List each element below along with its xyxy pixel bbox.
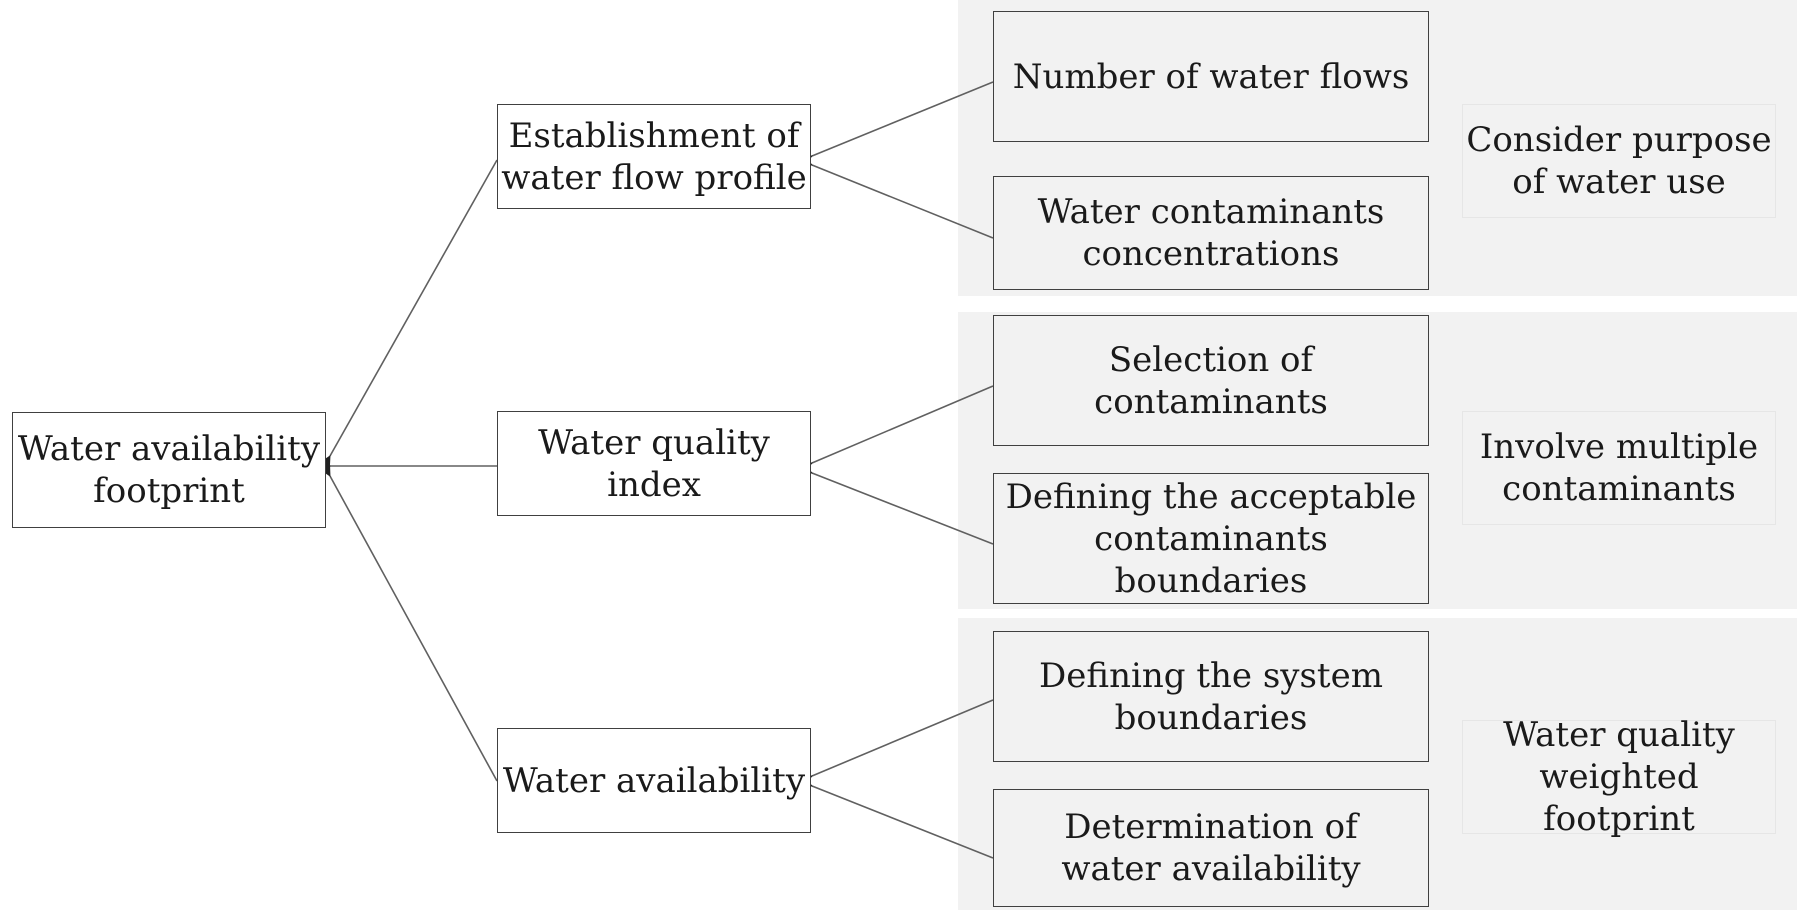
note-quality-weighted-footprint: Water quality weighted footprint — [1462, 715, 1776, 839]
item-system-boundaries: Defining the system boundaries — [993, 631, 1429, 762]
item-contaminant-concentrations: Water contaminants concentrations — [993, 176, 1429, 290]
item-acceptable-boundaries: Defining the acceptable contaminants bou… — [993, 473, 1429, 604]
arrow-flow-profile-to-root — [321, 159, 498, 467]
group-node-quality-index: Water quality index — [497, 411, 811, 516]
item-selection-of-contaminants: Selection of contaminants — [993, 315, 1429, 446]
item-determination-of-availability: Determination of water availability — [993, 789, 1429, 907]
group-node-availability: Water availability — [497, 728, 811, 833]
arrow-availability-to-root — [321, 465, 498, 782]
group-node-flow-profile: Establishment of water flow profile — [497, 104, 811, 209]
note-purpose-of-water-use: Consider purpose of water use — [1462, 104, 1776, 218]
item-number-of-water-flows: Number of water flows — [993, 11, 1429, 142]
note-multiple-contaminants: Involve multiple contaminants — [1462, 411, 1776, 525]
root-node: Water availability footprint — [12, 412, 326, 528]
